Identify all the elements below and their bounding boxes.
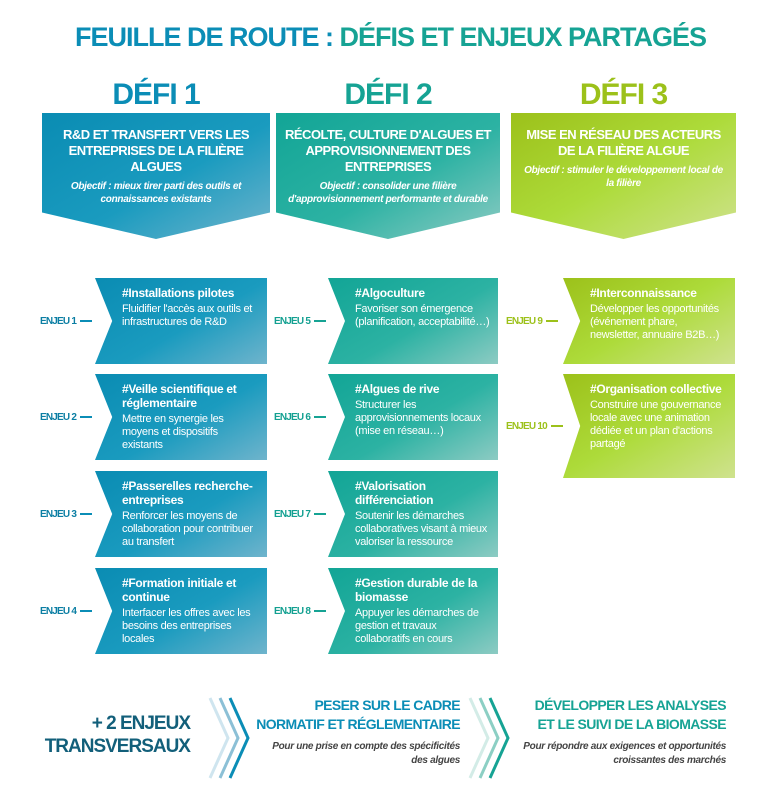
- enjeu-title: #Valorisation différenciation: [355, 479, 434, 507]
- enjeu-title: #Formation initiale et continue: [122, 576, 237, 604]
- enjeu-label: ENJEU 10: [506, 374, 563, 478]
- enjeu-label: ENJEU 6: [274, 374, 327, 460]
- connector-line: [80, 610, 93, 612]
- connector-line: [80, 320, 93, 322]
- defi-1-box: R&D ET TRANSFERT VERS LES ENTREPRISES DE…: [42, 113, 270, 239]
- enjeu-box: #Organisation collective Construire une …: [563, 374, 735, 478]
- connector-line: [314, 320, 327, 322]
- transversal-1-title: PESER SUR LE CADRE NORMATIF ET RÉGLEMENT…: [256, 697, 460, 732]
- transversal-1: PESER SUR LE CADRE NORMATIF ET RÉGLEMENT…: [256, 696, 460, 768]
- enjeu-label: ENJEU 4: [40, 568, 93, 654]
- connector-line: [80, 416, 93, 418]
- enjeu-text: Fluidifier l'accès aux outils et infrast…: [122, 303, 253, 328]
- enjeu-label: ENJEU 1: [40, 278, 93, 364]
- enjeu-label: ENJEU 8: [274, 568, 327, 654]
- enjeu-text: Favoriser son émergence (planification, …: [355, 303, 490, 328]
- transversal-2-subtitle: Pour répondre aux exigences et opportuni…: [523, 741, 726, 766]
- transversal-2: DÉVELOPPER LES ANALYSES ET LE SUIVI DE L…: [516, 696, 726, 768]
- enjeu-title: #Organisation collective: [590, 382, 722, 396]
- enjeu-label: ENJEU 7: [274, 471, 327, 557]
- enjeu-title: #Algoculture: [355, 286, 425, 300]
- enjeu-text: Mettre en synergie les moyens et disposi…: [122, 413, 224, 451]
- enjeu-box: #Valorisation différenciation Soutenir l…: [328, 471, 498, 557]
- enjeu-label: ENJEU 9: [506, 278, 559, 364]
- connector-line: [314, 610, 327, 612]
- enjeu-box: #Formation initiale et continue Interfac…: [95, 568, 267, 654]
- transversal-1-subtitle: Pour une prise en compte des spécificité…: [272, 741, 460, 766]
- enjeu-text: Structurer les approvisionnements locaux…: [355, 399, 481, 437]
- enjeu-text: Soutenir les démarches collaboratives vi…: [355, 510, 487, 548]
- enjeu-text: Développer les opportunités (événement p…: [590, 303, 720, 341]
- enjeu-title: #Passerelles recherche-entreprises: [122, 479, 253, 507]
- connector-line: [314, 513, 327, 515]
- transversal-2-title: DÉVELOPPER LES ANALYSES ET LE SUIVI DE L…: [534, 697, 727, 732]
- defi-3-label: DÉFI 3: [579, 78, 668, 111]
- enjeu-title: #Gestion durable de la biomasse: [355, 576, 478, 604]
- enjeu-title: #Installations pilotes: [122, 286, 235, 300]
- chevrons-icon: [468, 697, 510, 779]
- enjeu-label: ENJEU 2: [40, 374, 93, 460]
- enjeu-box: #Veille scientifique et réglementaire Me…: [95, 374, 267, 460]
- enjeu-title: #Algues de rive: [355, 382, 440, 396]
- defi-1-label: DÉFI 1: [112, 78, 200, 111]
- enjeu-label: ENJEU 5: [274, 278, 327, 364]
- enjeu-text: Interfacer les offres avec les besoins d…: [122, 607, 251, 645]
- connector-line: [314, 416, 327, 418]
- connector-line: [546, 320, 559, 322]
- connector-line: [80, 513, 93, 515]
- defi-objective: Objectif : stimuler le développement loc…: [524, 165, 723, 189]
- enjeu-box: #Interconnaissance Développer les opport…: [563, 278, 735, 364]
- defi-3-box: MISE EN RÉSEAU DES ACTEURS DE LA FILIÈRE…: [511, 113, 736, 239]
- defi-heading: MISE EN RÉSEAU DES ACTEURS DE LA FILIÈRE…: [526, 127, 721, 158]
- defi-2-box: RÉCOLTE, CULTURE D'ALGUES ET APPROVISION…: [276, 113, 500, 239]
- defi-2-label: DÉFI 2: [344, 78, 432, 111]
- enjeu-text: Renforcer les moyens de collaboration po…: [122, 510, 253, 548]
- enjeu-box: #Passerelles recherche-entreprises Renfo…: [95, 471, 267, 557]
- enjeu-box: #Algues de rive Structurer les approvisi…: [328, 374, 498, 460]
- defi-objective: Objectif : consolider une filière d'appr…: [288, 181, 488, 205]
- chevrons-icon: [208, 697, 250, 779]
- page-title: FEUILLE DE ROUTE : DÉFIS ET ENJEUX PARTA…: [74, 22, 707, 52]
- defi-heading: R&D ET TRANSFERT VERS LES ENTREPRISES DE…: [62, 127, 250, 174]
- defi-heading: RÉCOLTE, CULTURE D'ALGUES ET APPROVISION…: [285, 127, 492, 174]
- enjeu-title: #Interconnaissance: [590, 286, 697, 300]
- defi-objective: Objectif : mieux tirer parti des outils …: [70, 181, 242, 205]
- enjeu-box: #Algoculture Favoriser son émergence (pl…: [328, 278, 498, 364]
- enjeu-text: Construire une gouvernance locale avec u…: [590, 399, 722, 450]
- enjeu-label: ENJEU 3: [40, 471, 93, 557]
- connector-line: [550, 425, 563, 427]
- enjeu-box: #Installations pilotes Fluidifier l'accè…: [95, 278, 267, 364]
- transversal-label: + 2 ENJEUX TRANSVERSAUX: [44, 713, 191, 757]
- enjeu-title: #Veille scientifique et réglementaire: [122, 382, 237, 410]
- enjeu-box: #Gestion durable de la biomasse Appuyer …: [328, 568, 498, 654]
- enjeu-text: Appuyer les démarches de gestion et trav…: [355, 607, 479, 645]
